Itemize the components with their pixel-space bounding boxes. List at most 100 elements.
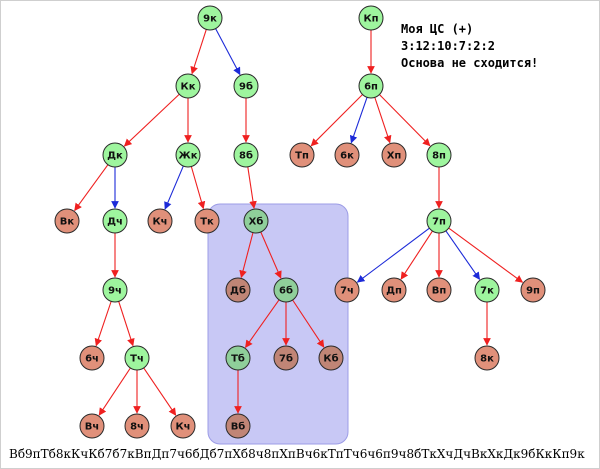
node-7b: 7б [273, 345, 299, 371]
edge-6p-8p [379, 94, 431, 147]
node-label: 9б [239, 81, 253, 93]
edge-9ch-Tch [118, 301, 135, 347]
edge-Tch-Vch [98, 367, 131, 416]
node-8b: 8б [233, 142, 259, 168]
node-circle [381, 277, 407, 303]
node-Hb: Хб [243, 208, 269, 234]
node-label: Вч [85, 422, 100, 433]
node-circle [289, 142, 315, 168]
node-Vk: Вк [54, 208, 80, 234]
node-Zhk: Жк [175, 142, 201, 168]
node-label: 7б [279, 353, 293, 365]
node-label: Дп [386, 286, 402, 297]
sequence-footer: Вб9пТб8кКчКб7б7кВпДп7ч6бДб7пХб8ч8пХпВч6к… [9, 447, 585, 461]
node-7k: 7к [474, 277, 500, 303]
node-circle [358, 73, 384, 99]
info-status: Основа не сходится! [401, 56, 539, 70]
edge-Tch-Kch2 [143, 367, 177, 416]
node-circle [358, 5, 384, 31]
node-Kk: Кк [175, 73, 201, 99]
node-Dk: Дк [102, 142, 128, 168]
node-9p: 9п [520, 277, 546, 303]
info-formula: 3:12:10:7:2:2 [401, 39, 495, 53]
node-7ch: 7ч [334, 277, 360, 303]
edge-6p-Tp [310, 94, 363, 147]
node-circle [233, 73, 259, 99]
node-label: 9п [526, 286, 540, 297]
node-Hp: Хп [381, 142, 407, 168]
node-circle [233, 142, 259, 168]
node-circle [243, 208, 269, 234]
node-circle [124, 345, 150, 371]
highlight-region [207, 203, 349, 445]
node-label: Вп [432, 286, 447, 297]
edge-7p-7ch [356, 227, 430, 283]
node-circle [426, 277, 452, 303]
node-circle [175, 142, 201, 168]
node-8k: 8к [474, 345, 500, 371]
node-circle [318, 345, 344, 371]
edges-layer [74, 28, 524, 416]
node-Kch2: Кч [170, 413, 196, 439]
node-circle [79, 345, 105, 371]
node-label: 8к [480, 354, 494, 365]
node-Vb: Вб [225, 413, 251, 439]
node-label: 9ч [108, 286, 122, 297]
node-label: 8п [432, 151, 446, 162]
info-title: Моя ЦС (+) [401, 22, 474, 36]
node-circle [194, 208, 220, 234]
node-circle [273, 345, 299, 371]
node-label: Дб [230, 285, 246, 297]
edge-9ch-6ch [94, 301, 112, 347]
node-circle [520, 277, 546, 303]
node-6k: 6к [334, 142, 360, 168]
node-circle [102, 208, 128, 234]
edge-Kk-Dk [123, 93, 180, 147]
node-circle [225, 413, 251, 439]
node-label: Кч [152, 217, 167, 228]
node-label: Кп [363, 14, 378, 25]
node-Dch: Дч [102, 208, 128, 234]
node-circle [102, 277, 128, 303]
node-Tb: Тб [225, 345, 251, 371]
node-circle [54, 208, 80, 234]
node-label: Дч [107, 217, 123, 228]
node-label: 8ч [130, 422, 144, 433]
node-label: Дк [107, 151, 123, 162]
node-Kch: Кч [147, 208, 173, 234]
node-circle [225, 345, 251, 371]
node-circle [334, 142, 360, 168]
node-Vch: Вч [79, 413, 105, 439]
node-circle [124, 413, 150, 439]
node-circle [474, 277, 500, 303]
node-circle [197, 5, 223, 31]
node-label: Кб [323, 353, 338, 365]
node-Tch: Тч [124, 345, 150, 371]
node-label: 7п [432, 217, 446, 228]
node-label: Хб [249, 216, 264, 228]
node-6b: 6б [273, 277, 299, 303]
node-label: Тб [231, 353, 245, 365]
node-8p: 8п [426, 142, 452, 168]
node-circle [147, 208, 173, 234]
node-circle [381, 142, 407, 168]
node-7p: 7п [426, 208, 452, 234]
node-label: Кк [181, 82, 196, 93]
edge-Dk-Vk [74, 164, 109, 212]
node-label: Хп [387, 151, 402, 162]
node-label: 9к [203, 14, 217, 25]
node-label: Тч [130, 354, 144, 365]
node-label: 8б [239, 150, 253, 162]
edge-6b-Kb [292, 299, 325, 348]
node-label: Тк [200, 217, 214, 228]
edge-Hb-6b [260, 231, 282, 279]
node-label: 6п [364, 82, 378, 93]
node-Vp: Вп [426, 277, 452, 303]
edge-9k-Kk [190, 29, 207, 75]
edge-7p-9p [448, 227, 524, 283]
node-circle [170, 413, 196, 439]
node-circle [225, 277, 251, 303]
